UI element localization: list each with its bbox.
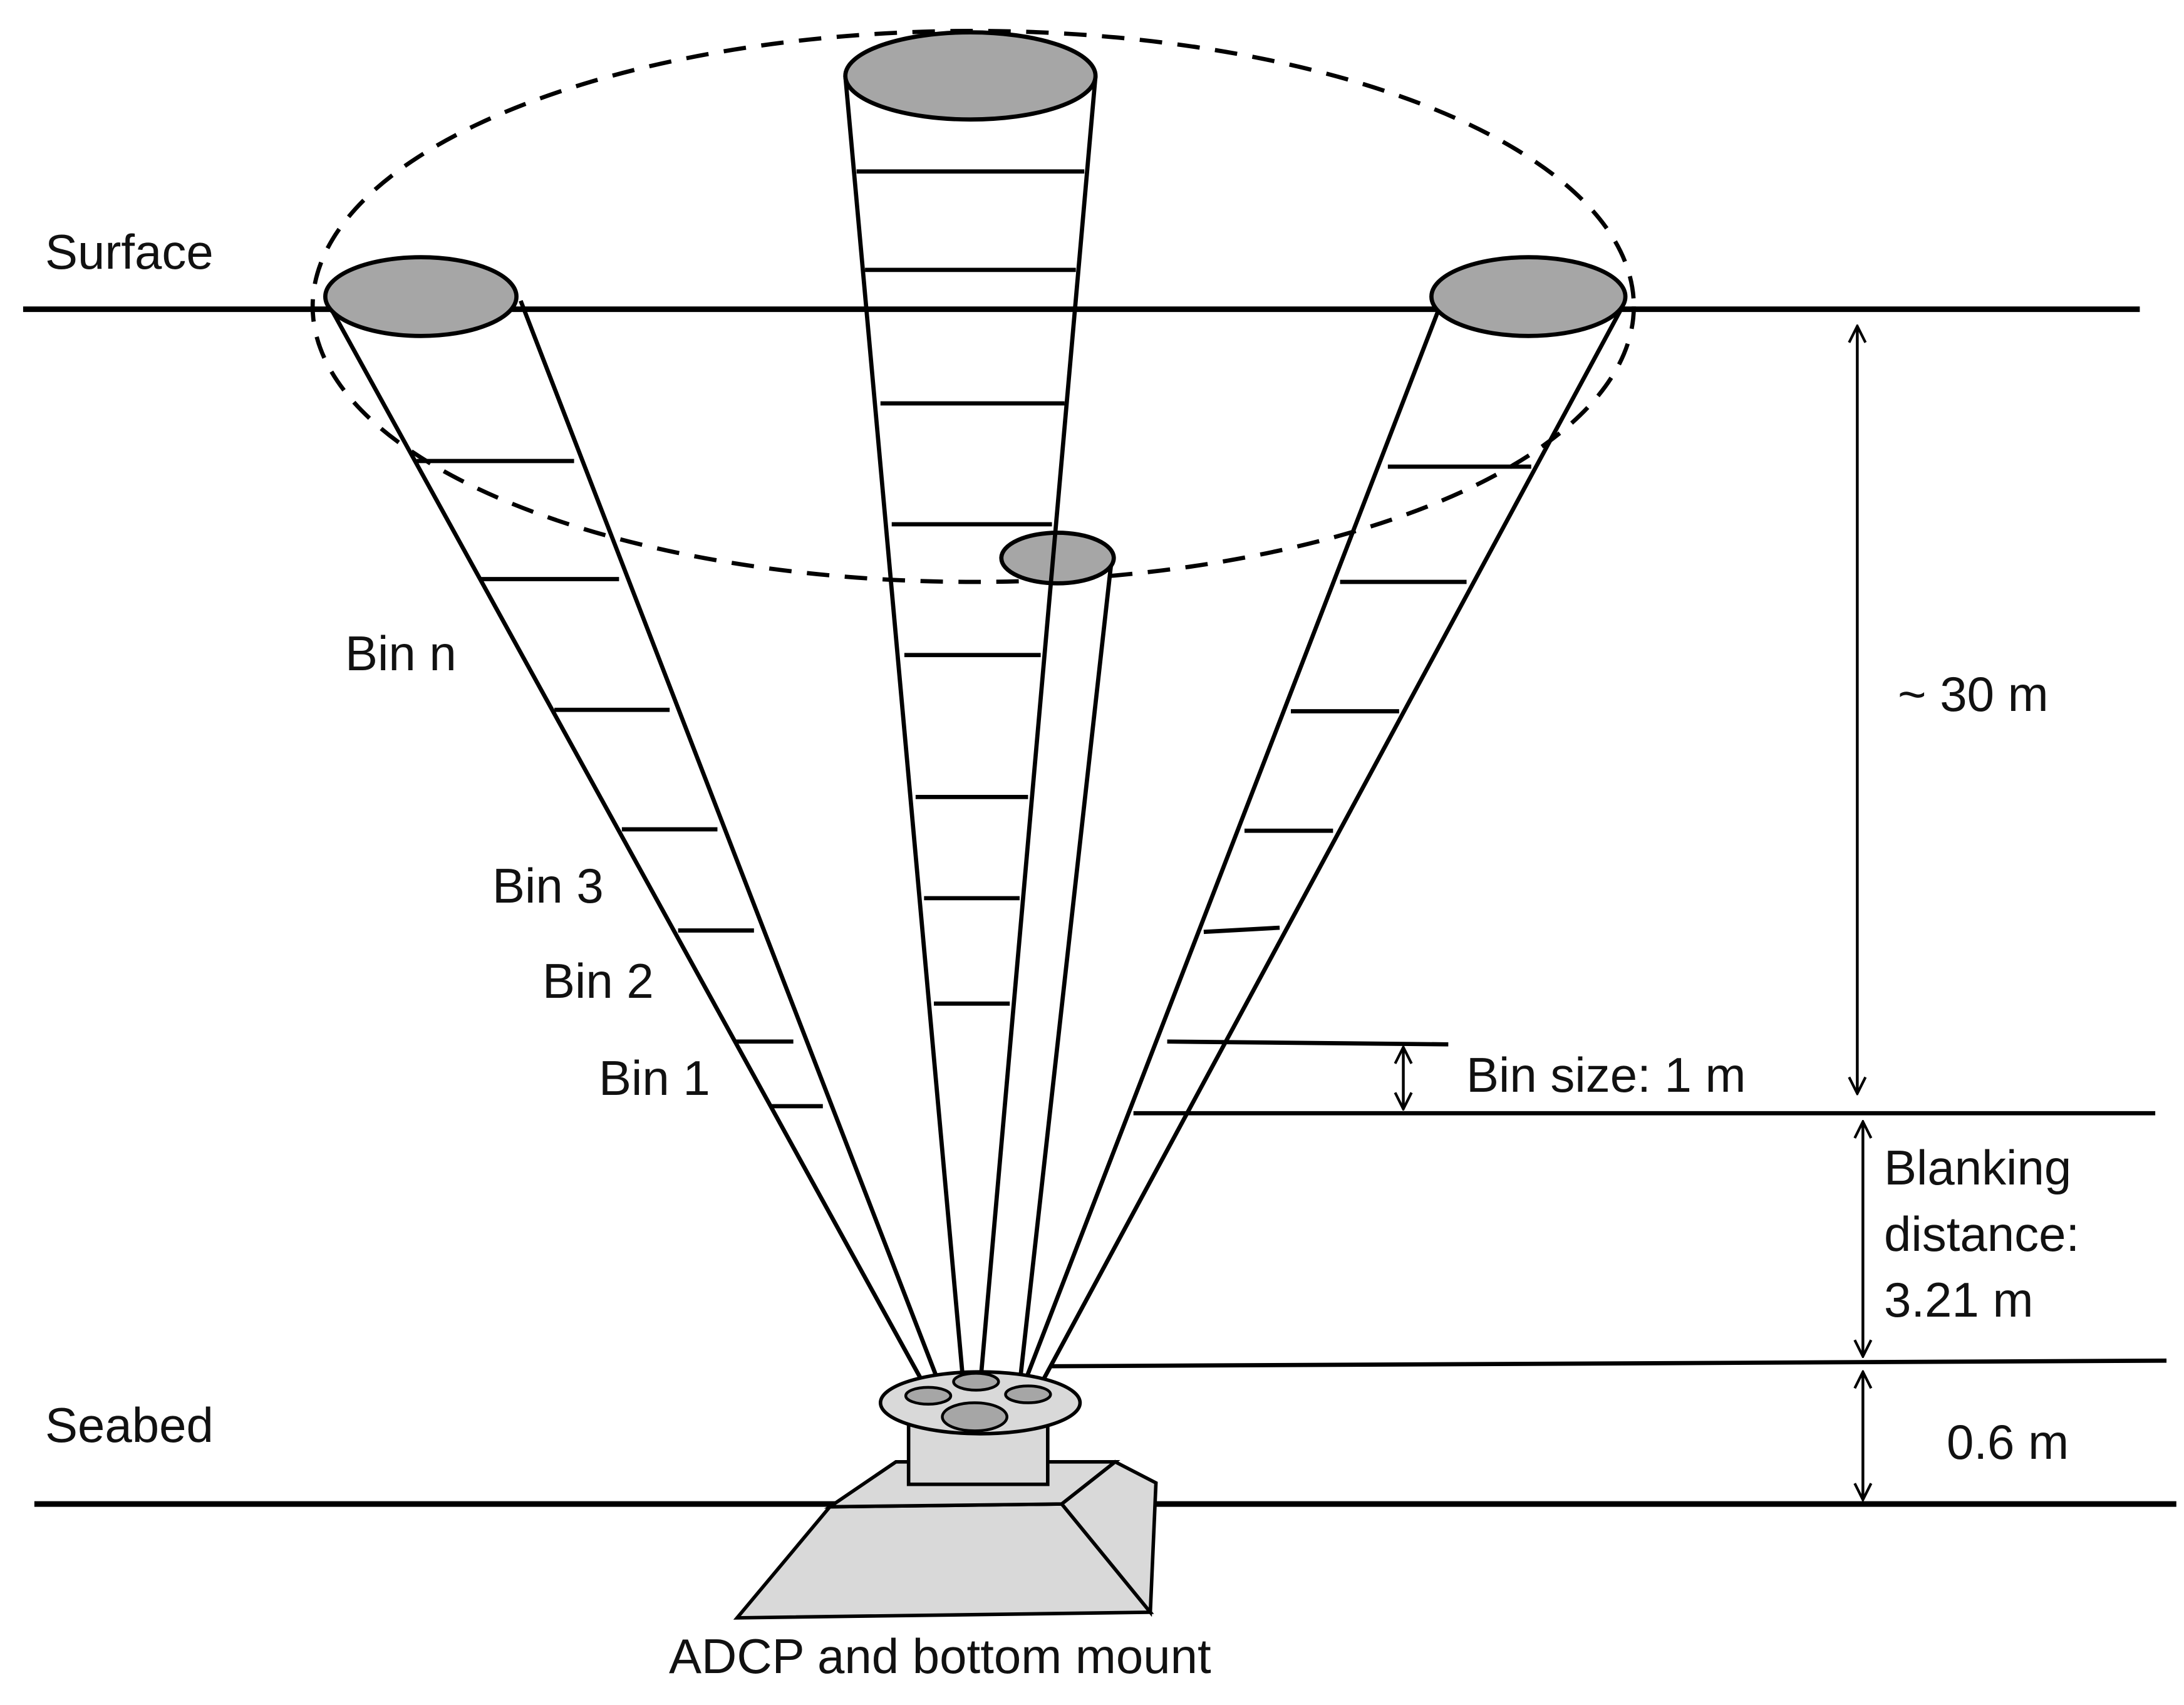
- transducer-back-icon: [952, 1372, 1000, 1392]
- transducer-right-icon: [1004, 1384, 1052, 1404]
- right-beam: [1022, 255, 1628, 1386]
- blanking-label-line2: distance:: [1884, 1206, 2080, 1262]
- right-beam-surface-footprint: [1429, 255, 1628, 338]
- center-beam: [843, 30, 1098, 1385]
- bin-size-label: Bin size: 1 m: [1466, 1047, 1746, 1102]
- left-beam: [323, 255, 942, 1386]
- bin-size-top-line: [1167, 1039, 1449, 1047]
- adcp-mount: [733, 1370, 1158, 1620]
- bin-2-label: Bin 2: [542, 953, 654, 1008]
- back-beam: [999, 531, 1116, 1385]
- center-beam-footprint: [843, 30, 1098, 122]
- bin-1-label: Bin 1: [599, 1050, 710, 1106]
- bin-n-label: Bin n: [345, 626, 457, 681]
- transducer-front-icon: [941, 1401, 1008, 1433]
- depth-label: ~ 30 m: [1898, 666, 2049, 722]
- transducer-left-icon: [904, 1386, 953, 1406]
- blanking-label-line3: 3.21 m: [1884, 1272, 2034, 1327]
- beam-footprint-ellipse: [310, 29, 1636, 584]
- seabed-label: Seabed: [45, 1397, 214, 1453]
- mount-height-label: 0.6 m: [1947, 1414, 2069, 1469]
- left-beam-surface-footprint: [323, 255, 519, 338]
- blanking-label-line1: Blanking: [1884, 1140, 2072, 1195]
- bin-3-label: Bin 3: [492, 858, 604, 913]
- transducer-level-line: [1052, 1358, 2167, 1369]
- mount-base-side: [1059, 1459, 1158, 1617]
- surface-label: Surface: [45, 224, 214, 279]
- caption-label: ADCP and bottom mount: [669, 1629, 1211, 1684]
